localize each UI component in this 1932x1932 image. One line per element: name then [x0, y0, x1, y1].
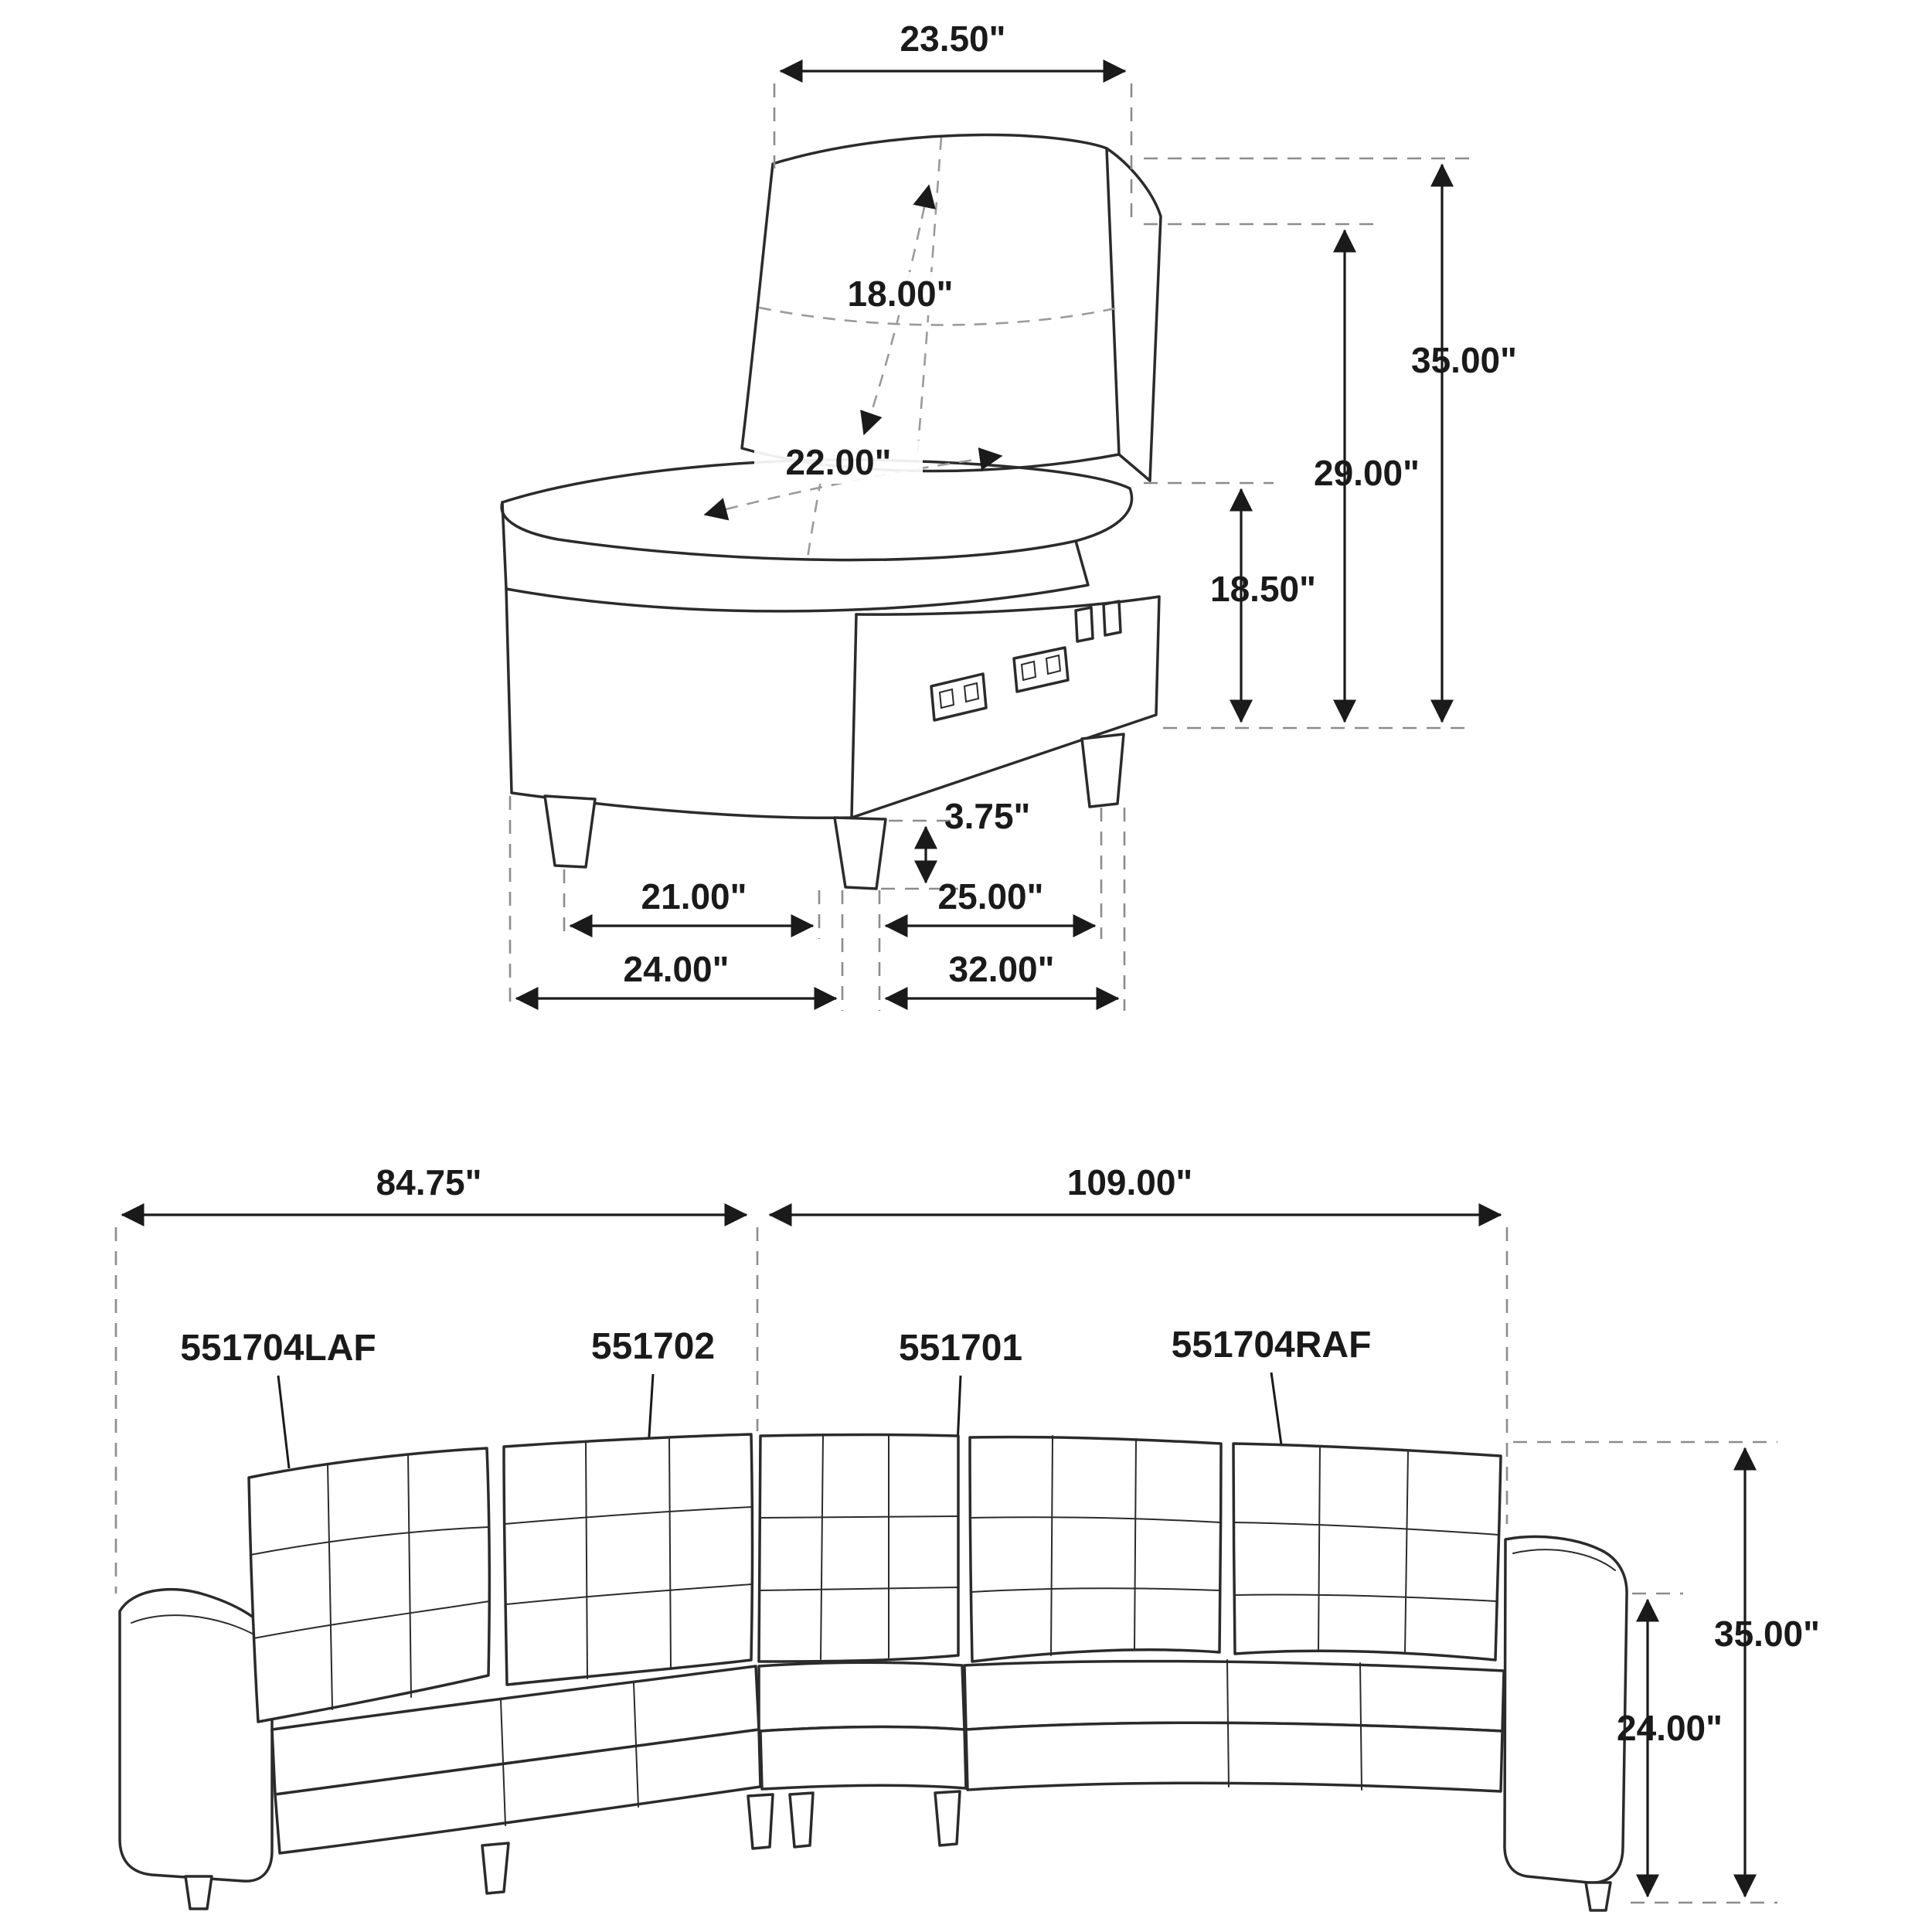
part-label-551704LAF: 551704LAF: [180, 1328, 376, 1369]
chair-diagram: 23.50" 18.00" 22.00" 35.00" 29.00" 18.50…: [500, 19, 1517, 1011]
chair-dim-overall-width-label: 24.00": [624, 949, 730, 989]
chair-dim-base-depth-label: 25.00": [938, 876, 1044, 917]
sectional-extension-lines: [114, 1227, 1777, 1904]
chair-base-side: [850, 595, 1161, 819]
chair-dim-back-length: 18.00": [816, 184, 985, 436]
sofa-back-cushion-RAF: [1232, 1442, 1502, 1662]
chair-dim-seat-depth-label: 22.00": [786, 442, 892, 482]
sectional-drawing: [118, 1433, 1628, 1912]
sofa-right-seats: [963, 1659, 1505, 1793]
sofa-right-arm: [1503, 1535, 1628, 1884]
sofa-legs: [184, 1790, 1612, 1912]
sectional-dim-left-length-label: 84.75": [376, 1162, 482, 1202]
chair-dim-overall-height: 35.00": [1411, 163, 1517, 723]
part-label-551701: 551701: [899, 1328, 1022, 1369]
sectional-dim-left-length: 84.75": [121, 1162, 748, 1226]
chair-leg-front-middle: [833, 816, 887, 890]
chair-back-side-panel: [1105, 147, 1162, 482]
chair-dim-overall-height-label: 35.00": [1411, 340, 1517, 380]
sectional-dim-arm-height-label: 24.00": [1617, 1708, 1723, 1748]
chair-dim-seat-height: 18.50": [1210, 488, 1316, 723]
chair-dim-seat-width-label: 21.00": [641, 876, 747, 917]
sectional-dim-arm-height: 24.00": [1617, 1598, 1723, 1898]
chair-dim-seat-height-label: 18.50": [1210, 569, 1316, 609]
chair-dim-back-width: 23.50": [779, 19, 1127, 83]
chair-dim-seat-depth: 22.00": [703, 440, 1003, 521]
chair-dim-back-length-label: 18.00": [848, 274, 954, 314]
chair-dim-overall-width: 24.00": [515, 949, 838, 1010]
part-label-551702: 551702: [591, 1326, 715, 1367]
sectional-part-551702: 551702: [591, 1326, 715, 1461]
sectional-part-551704RAF: 551704RAF: [1172, 1325, 1372, 1468]
chair-leg-front-left: [543, 794, 597, 869]
sofa-back-cushion-551702: [502, 1433, 754, 1686]
sofa-left-arm: [118, 1587, 274, 1883]
chair-seat-seam: [805, 457, 827, 563]
part-label-551704RAF: 551704RAF: [1172, 1325, 1372, 1366]
chair-dim-base-depth: 25.00": [884, 876, 1097, 937]
sofa-back-cushion-LAF: [247, 1447, 492, 1723]
chair-seat-front-edge: [501, 501, 1090, 613]
chair-dim-overall-depth-label: 32.00": [949, 949, 1055, 989]
chair-base-front: [505, 587, 858, 820]
sofa-corner-back-cushion: [757, 1433, 960, 1663]
chair-extension-lines: [509, 83, 1475, 1011]
chair-dim-overall-depth: 32.00": [884, 949, 1120, 1010]
chair-dim-seat-width: 21.00": [569, 876, 815, 937]
sectional-dim-overall-height: 35.00": [1714, 1447, 1820, 1898]
sectional-diagram: 84.75" 109.00" 551704LAF 551702 551701: [114, 1162, 1820, 1912]
chair-clamp-hardware-2: [1012, 646, 1070, 693]
chair-dim-leg-height-label: 3.75": [944, 796, 1030, 836]
chair-clamp-hardware-1: [930, 672, 988, 722]
chair-dim-back-height: 29.00": [1314, 229, 1420, 723]
chair-dim-back-height-label: 29.00": [1314, 453, 1420, 493]
sofa-left-seats: [270, 1665, 762, 1855]
chair-back-cushion: [740, 133, 1121, 473]
chair-drawing: [500, 133, 1162, 890]
chair-bracket-hardware: [1074, 600, 1122, 643]
sofa-back-cushion-551701: [968, 1435, 1223, 1663]
sectional-part-551704LAF: 551704LAF: [180, 1328, 376, 1469]
sectional-dim-right-length: 109.00": [768, 1162, 1502, 1226]
chair-back-seam-horizontal: [758, 306, 1120, 326]
chair-leg-right: [1080, 733, 1125, 808]
chair-dim-back-width-label: 23.50": [900, 19, 1006, 59]
sofa-corner-seat: [757, 1661, 968, 1791]
sectional-dim-right-length-label: 109.00": [1067, 1162, 1193, 1202]
sectional-dim-overall-height-label: 35.00": [1714, 1614, 1820, 1654]
chair-dim-leg-height: 3.75": [914, 796, 1030, 884]
